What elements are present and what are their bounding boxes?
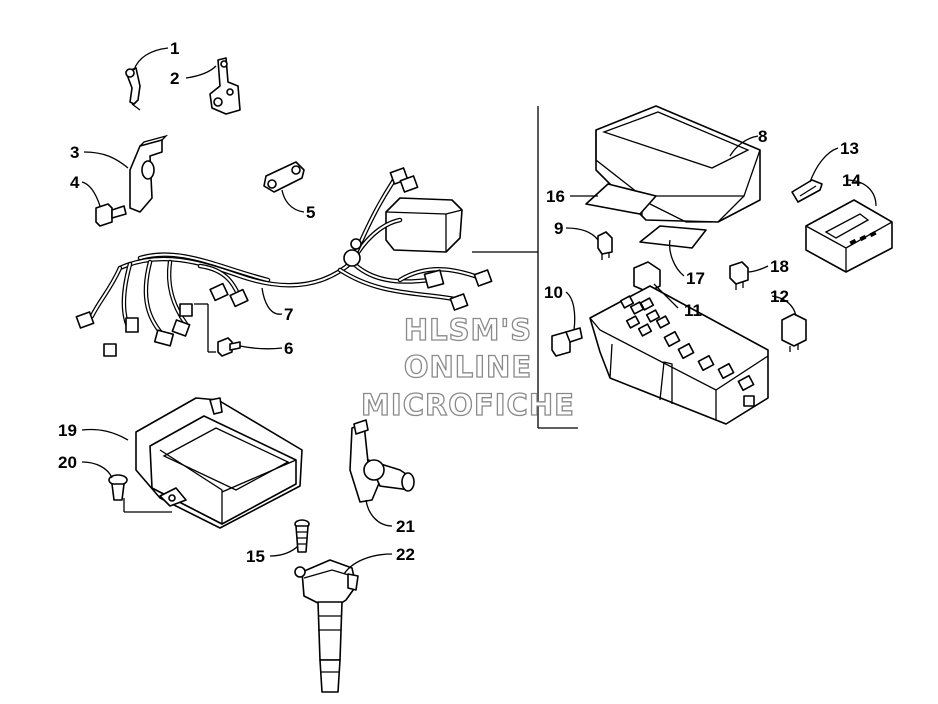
part-14-tool bbox=[805, 199, 893, 273]
callout-7: 7 bbox=[284, 305, 293, 324]
callout-13: 13 bbox=[840, 139, 859, 158]
callout-19: 19 bbox=[58, 421, 77, 440]
part-20-screw bbox=[108, 474, 128, 501]
fusebox-body bbox=[589, 285, 769, 425]
part-17-label bbox=[639, 225, 707, 249]
callout-4: 4 bbox=[70, 173, 80, 192]
callout-2: 2 bbox=[170, 69, 179, 88]
watermark-line-1: HLSM'S bbox=[404, 313, 532, 347]
callout-18: 18 bbox=[770, 257, 789, 276]
part-5-plate bbox=[263, 161, 305, 193]
part-4-bolt bbox=[95, 203, 127, 227]
part-9-fuse bbox=[597, 231, 613, 260]
callout-5: 5 bbox=[306, 203, 315, 222]
callout-12: 12 bbox=[770, 287, 789, 306]
part-12-relay bbox=[781, 313, 807, 352]
part-22-ignition-coil bbox=[294, 559, 359, 693]
callout-11: 11 bbox=[684, 301, 702, 320]
part-18-mini-relay bbox=[729, 261, 749, 290]
part-3-bracket bbox=[129, 134, 169, 213]
callout-labels: 1 2 3 4 5 6 7 8 9 10 11 12 13 14 15 16 1… bbox=[58, 39, 861, 566]
part-16-label bbox=[585, 183, 657, 215]
callout-17: 17 bbox=[686, 269, 705, 288]
part-15-bolt bbox=[294, 519, 310, 553]
callout-1: 1 bbox=[170, 39, 179, 58]
callout-8: 8 bbox=[758, 127, 767, 146]
watermark-line-2: ONLINE bbox=[404, 350, 532, 384]
leader-lines bbox=[81, 47, 877, 575]
part-7-wiring-harness bbox=[75, 167, 493, 357]
callout-10: 10 bbox=[544, 283, 563, 302]
callout-15: 15 bbox=[246, 547, 265, 566]
part-2-bracket bbox=[209, 57, 241, 115]
part-19-ecu bbox=[135, 397, 303, 529]
callout-21: 21 bbox=[396, 517, 415, 536]
bracket-divider bbox=[123, 106, 578, 513]
part-1-bracket bbox=[125, 67, 141, 111]
callout-20: 20 bbox=[58, 453, 77, 472]
callout-14: 14 bbox=[842, 171, 861, 190]
part-13-clip bbox=[791, 179, 823, 203]
watermark-line-3: MICROFICHE bbox=[361, 388, 575, 422]
watermark: HLSM'S ONLINE MICROFICHE bbox=[360, 312, 575, 422]
callout-3: 3 bbox=[70, 143, 79, 162]
callout-22: 22 bbox=[396, 545, 415, 564]
part-6-bolt bbox=[217, 337, 241, 357]
callout-16: 16 bbox=[546, 187, 565, 206]
callout-6: 6 bbox=[284, 339, 293, 358]
part-21-sensor bbox=[349, 419, 415, 503]
part-10-bolt bbox=[551, 327, 583, 357]
callout-9: 9 bbox=[554, 219, 563, 238]
